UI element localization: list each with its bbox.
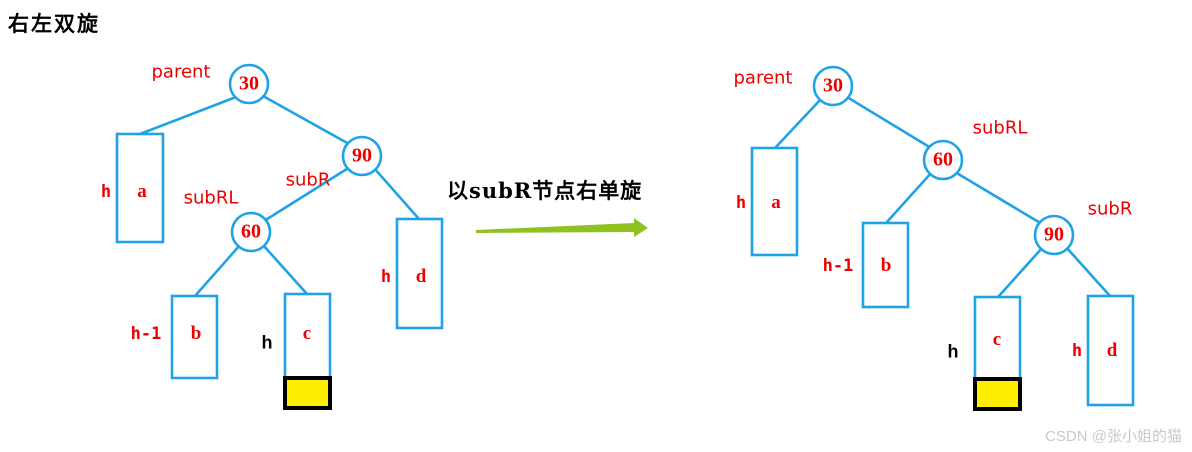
before-edge-4: [193, 243, 242, 298]
before-subtree-height-d: h: [380, 267, 392, 287]
after-node-circle-60[interactable]: [922, 139, 964, 181]
after-node-value-30: 30: [823, 74, 843, 97]
before-subtree-height-c: h: [261, 332, 273, 353]
rotation-arrow: [476, 218, 648, 237]
before-tree-subtree-boxes: [115, 132, 444, 410]
after-subtree-box-b: [861, 221, 910, 309]
after-node-tag-subR: subR: [1087, 198, 1133, 220]
before-node-circle-30[interactable]: [228, 63, 270, 105]
watermark: CSDN @张小姐的猫: [1045, 428, 1182, 445]
before-edge-1: [261, 94, 351, 146]
before-node-circle-60[interactable]: [230, 211, 272, 253]
before-subtree-height-b: h-1: [130, 324, 162, 344]
after-tree-node-circles: [812, 65, 1075, 256]
before-node-tag-subRL: subRL: [183, 187, 239, 209]
after-edge-3: [953, 170, 1044, 226]
after-subtree-letter-d: d: [1106, 340, 1118, 361]
before-node-tag-subR: subR: [285, 169, 331, 191]
after-edge-5: [1064, 245, 1112, 298]
after-subtree-box-d: [1086, 294, 1135, 407]
before-tree-edges: [138, 94, 421, 298]
before-node-value-30: 30: [239, 72, 259, 95]
after-highlight-block-c: [973, 377, 1022, 411]
before-subtree-box-c: [283, 292, 332, 380]
after-edge-2: [884, 170, 934, 225]
before-node-value-60: 60: [241, 220, 261, 243]
after-subtree-box-a: [750, 146, 799, 257]
after-tree-edges: [773, 95, 1112, 299]
after-node-value-90: 90: [1044, 223, 1064, 246]
after-node-tag-parent: parent: [733, 67, 793, 89]
before-subtree-letter-b: b: [190, 323, 202, 344]
after-tree-subtree-boxes: [750, 146, 1135, 411]
after-node-value-60: 60: [933, 148, 953, 171]
after-subtree-height-a: h: [735, 193, 747, 213]
before-edge-0: [138, 95, 238, 136]
after-subtree-letter-a: a: [771, 192, 781, 213]
arrow-shaft: [476, 223, 634, 233]
before-subtree-box-b: [170, 294, 219, 380]
after-subtree-letter-b: b: [880, 255, 892, 276]
after-node-circle-90[interactable]: [1033, 214, 1075, 256]
before-subtree-box-a: [115, 132, 165, 244]
before-subtree-height-a: h: [100, 182, 112, 202]
after-edge-4: [996, 245, 1045, 299]
arrow-head: [634, 218, 648, 237]
before-subtree-letter-c: c: [302, 323, 312, 344]
before-subtree-box-d: [395, 217, 444, 330]
before-node-circle-90[interactable]: [341, 135, 383, 177]
after-node-circle-30[interactable]: [812, 65, 854, 107]
after-subtree-height-b: h-1: [822, 256, 854, 276]
before-edge-2: [262, 165, 352, 223]
diagram-title: 右左双旋: [8, 11, 100, 36]
operation-label: 以subR节点右单旋: [447, 178, 643, 203]
before-node-value-90: 90: [352, 144, 372, 167]
after-subtree-letter-c: c: [992, 329, 1002, 350]
after-edge-0: [773, 97, 823, 150]
before-tree-node-circles: [228, 63, 383, 253]
before-highlight-block-c: [283, 376, 332, 410]
before-subtree-letter-d: d: [415, 266, 427, 287]
before-edge-3: [372, 166, 421, 221]
before-edge-5: [261, 243, 309, 296]
after-subtree-height-c: h: [947, 341, 959, 362]
before-subtree-letter-a: a: [137, 181, 147, 202]
after-node-tag-subRL: subRL: [972, 117, 1028, 139]
after-subtree-height-d: h: [1071, 341, 1083, 361]
before-node-tag-parent: parent: [151, 61, 211, 83]
after-edge-1: [845, 95, 933, 150]
